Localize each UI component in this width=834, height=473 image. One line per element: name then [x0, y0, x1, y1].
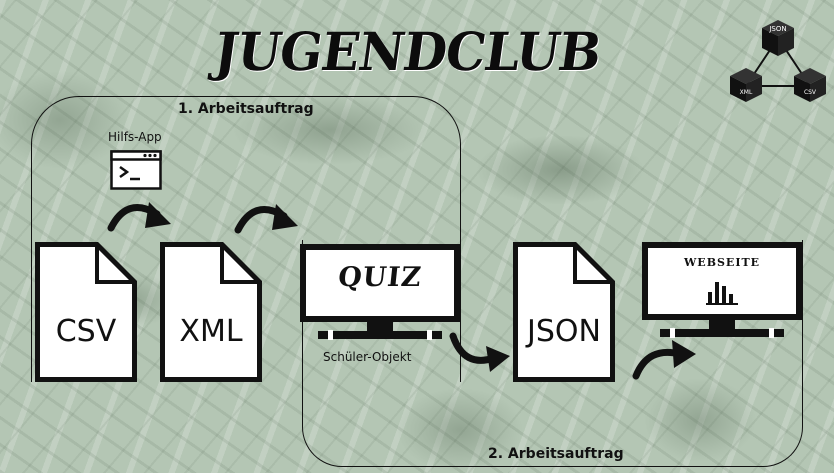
logo-label-csv: CSV — [804, 89, 817, 96]
student-object-label: Schüler-Objekt — [323, 350, 412, 364]
csv-label: CSV — [55, 314, 117, 349]
quiz-monitor: QUIZ — [300, 244, 460, 344]
document-icon — [160, 242, 262, 382]
assignment-2-frame — [302, 240, 803, 467]
curved-arrow-icon — [107, 202, 171, 232]
terminal-window-icon — [110, 150, 162, 190]
curved-arrow-icon — [449, 332, 510, 372]
document-icon — [513, 242, 615, 382]
csv-document: CSV — [35, 242, 137, 382]
helper-app-label: Hilfs-App — [108, 130, 162, 144]
xml-label: XML — [179, 314, 243, 349]
json-document: JSON — [513, 242, 615, 382]
assignment-1-frame — [31, 96, 461, 382]
json-label: JSON — [527, 314, 601, 349]
data-formats-cube-icon: JSON XML CSV — [730, 20, 826, 102]
logo-label-xml: XML — [740, 89, 753, 96]
curved-arrow-icon — [234, 204, 298, 234]
document-icon — [35, 242, 137, 382]
monitor-icon — [300, 244, 460, 340]
website-monitor: WEBSEITE — [642, 242, 802, 342]
xml-document: XML — [160, 242, 262, 382]
page-title: JUGENDCLUB — [210, 20, 605, 83]
assignment-2-label: 2. Arbeitsauftrag — [488, 446, 624, 462]
curved-arrow-icon — [632, 340, 696, 380]
bar-chart-icon — [706, 282, 738, 305]
assignment-1-label: 1. Arbeitsauftrag — [178, 101, 314, 117]
website-screen-text: WEBSEITE — [683, 256, 761, 269]
logo-label-json: JSON — [768, 25, 786, 33]
quiz-screen-text: QUIZ — [336, 262, 424, 293]
